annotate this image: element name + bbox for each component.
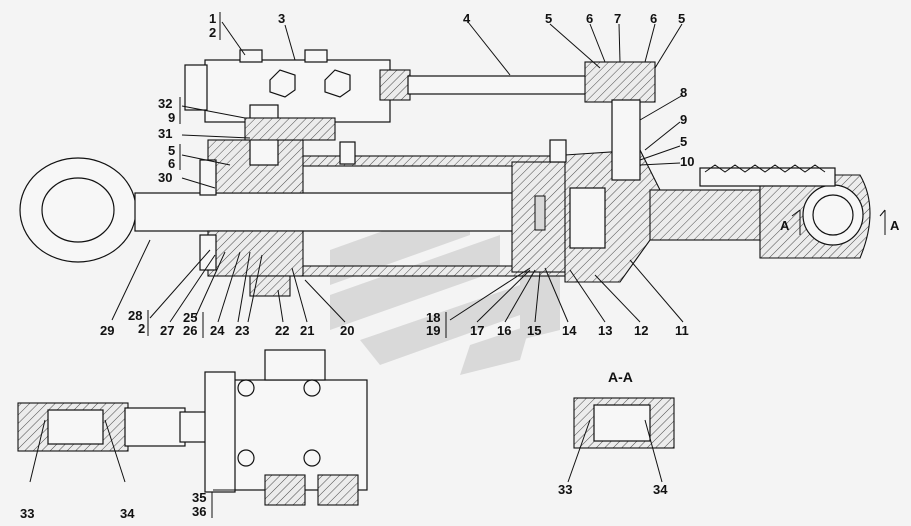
eye-right — [649, 164, 871, 259]
callout-11: 11 — [675, 323, 689, 338]
piston — [511, 161, 568, 273]
callout-30: 30 — [158, 170, 172, 185]
callout-33: 33 — [20, 506, 34, 521]
callout-6b: 6 — [650, 11, 657, 26]
callout-2: 2 — [209, 25, 216, 40]
piston-rod — [134, 192, 526, 232]
section-letter-a-right: A — [890, 218, 900, 233]
section-marker-left: A — [780, 209, 801, 235]
callout-33b: 33 — [558, 482, 572, 497]
callout-9b: 9 — [168, 110, 175, 125]
callout-5: 5 — [545, 11, 552, 26]
callout-10: 10 — [680, 154, 694, 169]
callout-29: 29 — [100, 323, 114, 338]
callout-26: 26 — [183, 323, 197, 338]
section-marker-right: A — [879, 209, 900, 235]
callout-7: 7 — [614, 11, 621, 26]
pipe-tube — [407, 61, 656, 181]
bottom-eye-section — [17, 402, 211, 452]
callout-13: 13 — [598, 323, 612, 338]
callout-15: 15 — [527, 323, 541, 338]
clamp-bracket — [339, 141, 356, 165]
bottom-valve-block — [204, 349, 368, 506]
callout-25: 25 — [183, 310, 197, 325]
callout-19: 19 — [426, 323, 440, 338]
callout-4: 4 — [463, 11, 471, 26]
callout-22: 22 — [275, 323, 289, 338]
callout-14: 14 — [562, 323, 577, 338]
cylinder-bottom — [564, 149, 691, 283]
section-aa-title: A-A — [608, 369, 633, 385]
callout-12: 12 — [634, 323, 648, 338]
callout-3: 3 — [278, 11, 285, 26]
callout-9: 9 — [680, 112, 687, 127]
callout-20: 20 — [340, 323, 354, 338]
eye-left — [19, 157, 137, 263]
callout-21: 21 — [300, 323, 314, 338]
callout-8: 8 — [680, 85, 687, 100]
callout-32: 32 — [158, 96, 172, 111]
callout-24: 24 — [210, 323, 225, 338]
callout-31: 31 — [158, 126, 172, 141]
callout-23: 23 — [235, 323, 249, 338]
callout-labels: 1 2 3 4 5 6 7 6 5 8 9 5 10 32 9 31 5 6 3… — [20, 11, 694, 521]
leader-lines — [29, 21, 684, 491]
valve-fitting — [244, 104, 336, 166]
section-letter-a-left: A — [780, 218, 790, 233]
clamp-bracket-right — [549, 139, 567, 163]
callout-28: 28 — [128, 308, 142, 323]
callout-34b: 34 — [653, 482, 668, 497]
callout-1: 1 — [209, 11, 216, 26]
callout-6c: 6 — [168, 156, 175, 171]
callout-6: 6 — [586, 11, 593, 26]
callout-17: 17 — [470, 323, 484, 338]
callout-16: 16 — [497, 323, 511, 338]
callout-5b: 5 — [678, 11, 685, 26]
valve-block — [184, 49, 411, 123]
callout-27: 27 — [160, 323, 174, 338]
callout-34: 34 — [120, 506, 135, 521]
callout-5c: 5 — [680, 134, 687, 149]
callout-36: 36 — [192, 504, 206, 519]
section-aa-view — [573, 397, 675, 449]
callout-35: 35 — [192, 490, 206, 505]
callout-2b: 2 — [138, 321, 145, 336]
callout-18: 18 — [426, 310, 440, 325]
callout-5d: 5 — [168, 143, 175, 158]
